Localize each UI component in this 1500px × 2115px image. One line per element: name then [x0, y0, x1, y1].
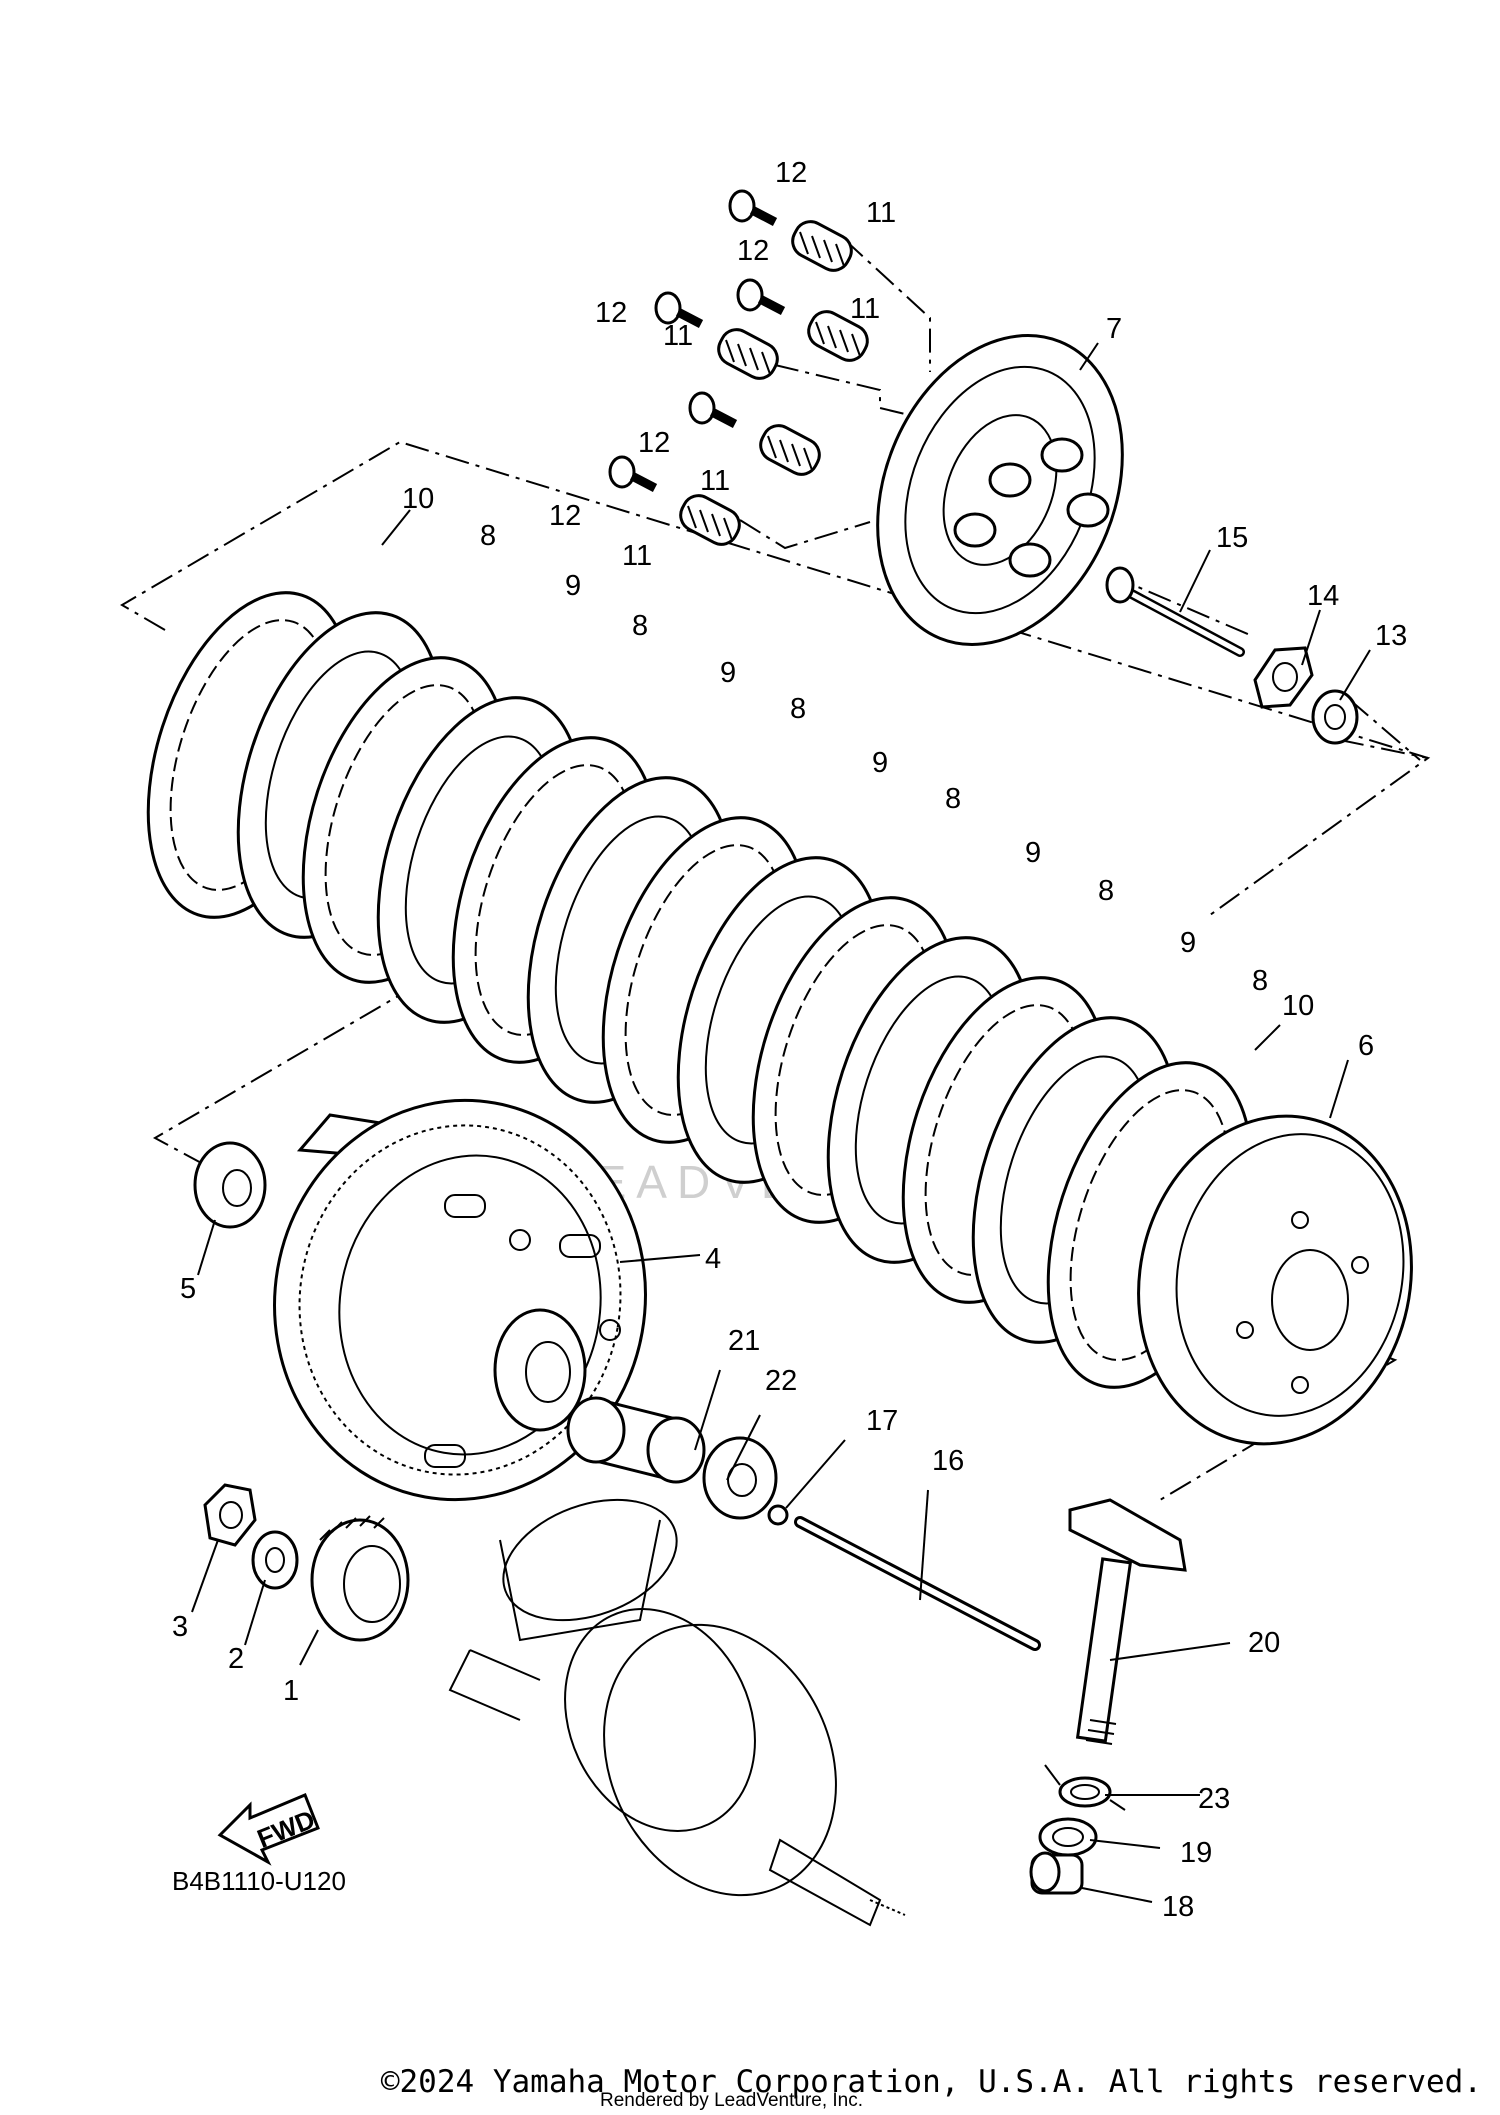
clutch-bolt [608, 455, 658, 492]
callout-10-a: 10 [402, 483, 434, 515]
callout-11-d: 11 [700, 465, 730, 497]
gear-nut [203, 1483, 257, 1547]
callout-11-b: 11 [850, 293, 880, 325]
callout-9-e: 9 [1180, 927, 1196, 959]
callout-1: 1 [283, 1675, 299, 1707]
ball [767, 1504, 789, 1526]
callout-23: 23 [1198, 1783, 1230, 1815]
oil-seal [1038, 1817, 1098, 1857]
clutch-bolt [728, 189, 778, 226]
callout-6: 6 [1358, 1030, 1374, 1062]
diagram-code: B4B1110-U120 [172, 1866, 346, 1896]
callout-9-d: 9 [1025, 837, 1041, 869]
lock-nut [1253, 646, 1314, 709]
upper-alignment-frame [120, 440, 1431, 916]
clutch-spring [791, 220, 853, 272]
clutch-spring [679, 494, 741, 546]
callout-9-b: 9 [720, 657, 736, 689]
callout-8-e: 8 [1098, 875, 1114, 907]
spacer [566, 1396, 706, 1484]
plate-stack [146, 591, 1254, 1389]
callout-4: 4 [705, 1243, 721, 1275]
lock-washer [1311, 689, 1359, 745]
bearing-collar [1029, 1851, 1084, 1895]
clutch-housing [273, 1098, 647, 1502]
callout-8-a: 8 [480, 520, 496, 552]
callout-5: 5 [180, 1273, 196, 1305]
spacer-washer [702, 1436, 778, 1520]
callout-11-c: 11 [663, 320, 693, 352]
push-rod [1105, 566, 1245, 657]
clutch-spring [717, 328, 779, 380]
callout-3: 3 [172, 1611, 188, 1643]
callout-8-c: 8 [790, 693, 806, 725]
callout-10-b: 10 [1282, 990, 1314, 1022]
callout-20: 20 [1248, 1627, 1280, 1659]
callout-12-c: 12 [595, 297, 627, 329]
callout-7: 7 [1106, 313, 1122, 345]
spring-alignment-lines [739, 239, 1421, 761]
leader-lines [191, 342, 1371, 1903]
clutch-bolt [736, 278, 786, 315]
primary-drive-gear [310, 1515, 410, 1642]
callout-13: 13 [1375, 620, 1407, 652]
callout-labels: 1 2 3 4 5 6 7 8 8 8 8 8 8 9 9 9 9 9 10 1… [172, 157, 1407, 1923]
clutch-bolt [688, 391, 738, 428]
callout-18: 18 [1162, 1891, 1194, 1923]
push-rod-long [794, 1516, 1041, 1651]
callout-2: 2 [228, 1643, 244, 1675]
callout-11-e: 11 [622, 540, 652, 572]
rendered-by-notice: Rendered by LeadVenture, Inc. [600, 2090, 864, 2111]
callout-16: 16 [932, 1445, 964, 1477]
callout-8-b: 8 [632, 610, 648, 642]
callout-9-a: 9 [565, 570, 581, 602]
callout-9-c: 9 [872, 747, 888, 779]
clutch-bolts [608, 189, 786, 492]
callout-21: 21 [728, 1325, 760, 1357]
pressure-plate [876, 334, 1124, 646]
clutch-spring [759, 424, 821, 476]
copyright-notice: ©2024 Yamaha Motor Corporation, U.S.A. A… [380, 2064, 1482, 2100]
clutch-lever-shaft [1068, 1498, 1187, 1745]
callout-22: 22 [765, 1365, 797, 1397]
return-spring [1044, 1764, 1126, 1811]
clutch-bolt [654, 291, 704, 328]
clutch-boss [1137, 1114, 1413, 1446]
clutch-spring [807, 310, 869, 362]
callout-19: 19 [1180, 1837, 1212, 1869]
gear-washer [251, 1530, 299, 1590]
callout-17: 17 [866, 1405, 898, 1437]
callout-15: 15 [1216, 522, 1248, 554]
callout-12-a: 12 [775, 157, 807, 189]
crankshaft-reference [448, 1498, 906, 1927]
callout-8-f: 8 [1252, 965, 1268, 997]
callout-8-d: 8 [945, 783, 961, 815]
callout-12-d: 12 [638, 427, 670, 459]
callout-14: 14 [1307, 580, 1339, 612]
clutch-springs [679, 220, 869, 546]
callout-12-e: 12 [549, 500, 581, 532]
thrust-washer [193, 1141, 267, 1229]
forward-direction-arrow: FWD [217, 1793, 320, 1866]
callout-11-a: 11 [866, 197, 896, 229]
callout-12-b: 12 [737, 235, 769, 267]
